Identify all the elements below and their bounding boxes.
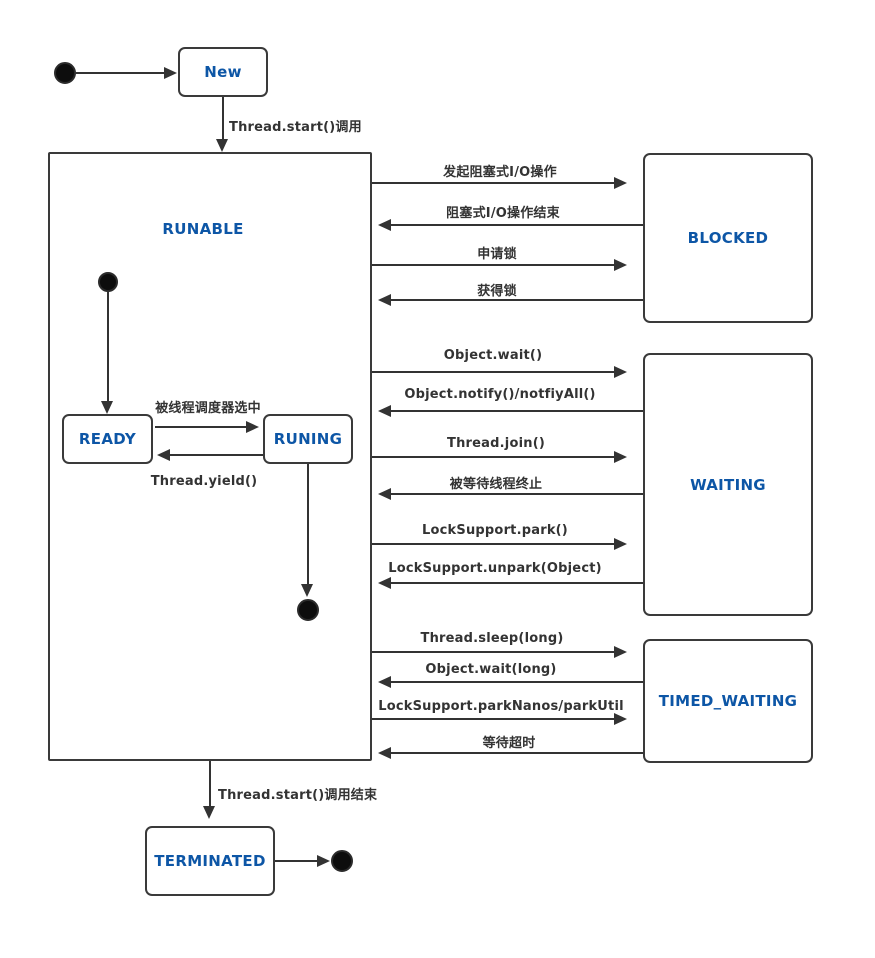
state-label: RUNING [273, 430, 343, 448]
edge-runable-to-timed-sleep-label: Thread.sleep(long) [420, 631, 564, 646]
edge-timed-to-runable-wait-line [391, 681, 643, 683]
edge-waiting-to-runable-unpark-arrowhead-icon [378, 577, 391, 589]
runable-initial-dot [98, 272, 118, 292]
edge-new-to-runable-arrowhead-icon [216, 139, 228, 152]
edge-ready-to-runing-line [155, 426, 246, 428]
state-ready: READY [62, 414, 153, 464]
state-label: New [204, 63, 242, 81]
edge-timed-to-runable-timeout-line [391, 752, 643, 754]
edge-dot-to-ready-arrowhead-icon [101, 401, 113, 414]
edge-runing-to-ready-arrowhead-icon [157, 449, 170, 461]
edge-runing-to-dot-line [307, 464, 309, 585]
edge-waiting-to-runable-end-label: 被等待线程终止 [449, 477, 543, 492]
edge-blocked-to-runable-lock-line [391, 299, 643, 301]
edge-runable-to-waiting-wait-line [372, 371, 614, 373]
edge-ready-to-runing-arrowhead-icon [246, 421, 259, 433]
state-label: BLOCKED [687, 229, 769, 247]
edge-terminated-to-end-arrowhead-icon [317, 855, 330, 867]
edge-runable-to-timed-park-arrowhead-icon [614, 713, 627, 725]
edge-runable-to-waiting-join-label: Thread.join() [447, 436, 545, 451]
edge-runing-to-ready-label: Thread.yield() [150, 474, 258, 489]
edge-timed-to-runable-wait-label: Object.wait(long) [425, 662, 557, 677]
edge-runable-to-blocked-io-line [372, 182, 614, 184]
final-state-dot [331, 850, 353, 872]
edge-waiting-to-runable-notify-arrowhead-icon [378, 405, 391, 417]
edge-runable-to-terminated-arrowhead-icon [203, 806, 215, 819]
edge-runable-to-waiting-park-label: LockSupport.park() [422, 523, 568, 538]
edge-timed-to-runable-wait-arrowhead-icon [378, 676, 391, 688]
edge-runable-to-waiting-wait-label: Object.wait() [443, 348, 543, 363]
state-label: READY [78, 430, 137, 448]
edge-ready-to-runing-label: 被线程调度器选中 [155, 401, 261, 416]
edge-runable-to-timed-sleep-line [372, 651, 614, 653]
edge-runable-to-waiting-join-line [372, 456, 614, 458]
edge-waiting-to-runable-unpark-line [391, 582, 643, 584]
edge-waiting-to-runable-unpark-label: LockSupport.unpark(Object) [388, 561, 602, 576]
edge-waiting-to-runable-notify-label: Object.notify()/notfiyAll() [404, 387, 596, 402]
edge-runable-to-blocked-io-label: 发起阻塞式I/O操作 [443, 165, 557, 180]
state-blocked: BLOCKED [643, 153, 813, 323]
edge-timed-to-runable-timeout-arrowhead-icon [378, 747, 391, 759]
edge-terminated-to-end-line [275, 860, 317, 862]
state-label: RUNABLE [162, 220, 244, 238]
edge-runable-to-timed-sleep-arrowhead-icon [614, 646, 627, 658]
edge-timed-to-runable-timeout-label: 等待超时 [482, 736, 536, 751]
edge-runing-to-dot-arrowhead-icon [301, 584, 313, 597]
edge-runable-to-waiting-join-arrowhead-icon [614, 451, 627, 463]
state-new: New [178, 47, 268, 97]
edge-runing-to-ready-line [170, 454, 263, 456]
edge-runable-to-timed-park-line [372, 718, 614, 720]
state-label: WAITING [690, 475, 766, 494]
edge-runable-to-blocked-lock-label: 申请锁 [477, 247, 517, 262]
edge-runable-to-blocked-lock-line [372, 264, 614, 266]
runing-final-dot [297, 599, 319, 621]
edge-blocked-to-runable-io-line [391, 224, 643, 226]
edge-runable-to-timed-park-label: LockSupport.parkNanos/parkUtil [378, 699, 624, 714]
edge-waiting-to-runable-end-arrowhead-icon [378, 488, 391, 500]
state-timed-waiting: TIMED_WAITING [643, 639, 813, 763]
edge-runable-to-waiting-wait-arrowhead-icon [614, 366, 627, 378]
edge-blocked-to-runable-io-label: 阻塞式I/O操作结束 [446, 206, 560, 221]
edge-runable-to-terminated-line [209, 761, 211, 807]
edge-blocked-to-runable-lock-arrowhead-icon [378, 294, 391, 306]
state-terminated: TERMINATED [145, 826, 275, 896]
edge-new-to-runable-line [222, 97, 224, 139]
edge-waiting-to-runable-end-line [391, 493, 643, 495]
edge-dot-to-ready-line [107, 292, 109, 402]
edge-runable-to-terminated-label: Thread.start()调用结束 [218, 788, 378, 803]
edge-start-to-new-line [76, 72, 164, 74]
edge-runable-to-blocked-lock-arrowhead-icon [614, 259, 627, 271]
state-label: TIMED_WAITING [658, 692, 798, 710]
edge-runable-to-waiting-park-arrowhead-icon [614, 538, 627, 550]
edge-runable-to-waiting-park-line [372, 543, 614, 545]
edge-new-to-runable-label: Thread.start()调用 [229, 120, 362, 135]
state-label: TERMINATED [154, 852, 266, 870]
edge-blocked-to-runable-io-arrowhead-icon [378, 219, 391, 231]
state-runing: RUNING [263, 414, 353, 464]
edge-blocked-to-runable-lock-label: 获得锁 [477, 284, 517, 299]
edge-start-to-new-arrowhead-icon [164, 67, 177, 79]
initial-state-dot [54, 62, 76, 84]
edge-runable-to-blocked-io-arrowhead-icon [614, 177, 627, 189]
state-waiting: WAITING [643, 353, 813, 616]
edge-waiting-to-runable-notify-line [391, 410, 643, 412]
